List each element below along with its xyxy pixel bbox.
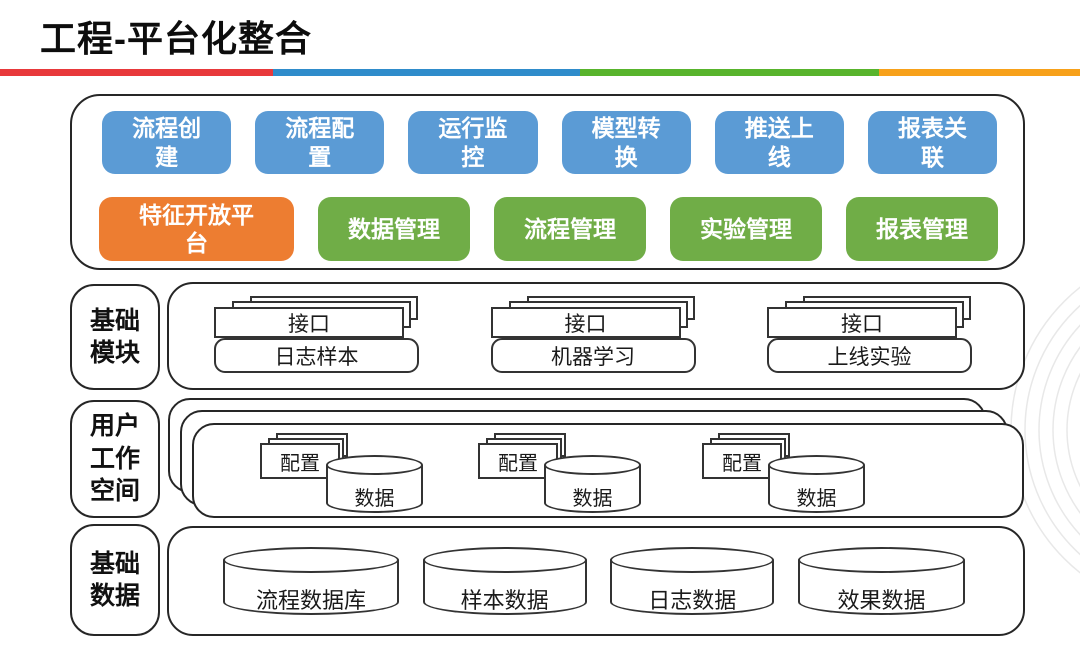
base-modules-panel: 接口 日志样本 接口 机器学习 接口 上线实验 xyxy=(167,282,1025,390)
platform-box-process-config: 流程配置 xyxy=(255,111,385,174)
platform-box-push-online: 推送上线 xyxy=(714,111,844,174)
interface-stack: 接口 xyxy=(214,296,432,340)
database-cylinder-sample-data: 样本数据 xyxy=(422,547,587,615)
section-label-base-data: 基础数据 xyxy=(70,524,160,636)
accent-segment-1 xyxy=(0,69,273,76)
workspace-group: 配置 数据 xyxy=(702,433,917,517)
database-label: 样本数据 xyxy=(460,588,549,613)
platform-box-feature-open-platform: 特征开放平台 xyxy=(99,197,294,261)
interface-stack: 接口 xyxy=(490,296,709,340)
interface-stack-label: 接口 xyxy=(767,307,957,338)
accent-segment-4 xyxy=(879,69,1080,76)
database-label: 日志数据 xyxy=(648,588,737,613)
platform-box-model-convert: 模型转换 xyxy=(561,111,691,174)
accent-bar xyxy=(0,69,1080,76)
database-label: 效果数据 xyxy=(837,588,926,613)
database-cylinder-log-data: 日志数据 xyxy=(610,547,775,615)
interface-stack: 接口 xyxy=(767,296,985,340)
data-cylinder-label: 数据 xyxy=(796,488,837,510)
platform-box-process-mgmt: 流程管理 xyxy=(494,197,646,261)
data-cylinder: 数据 xyxy=(544,455,641,513)
platform-box-report-link: 报表关联 xyxy=(867,111,998,174)
module-box-log-sample: 日志样本 xyxy=(214,338,419,373)
database-cylinder-process-db: 流程数据库 xyxy=(223,547,399,615)
module-box-online-experiment: 上线实验 xyxy=(767,338,972,373)
workspace-group: 配置 数据 xyxy=(478,433,693,517)
workspace-layer-front: 配置 数据 配置 数据 配置 数据 xyxy=(192,423,1024,518)
platform-box-data-mgmt: 数据管理 xyxy=(318,197,470,261)
platform-row-2: 特征开放平台 数据管理 流程管理 实验管理 报表管理 xyxy=(99,197,998,261)
platform-panel: 流程创建 流程配置 运行监控 模型转换 推送上线 报表关联 特征开放平台 数据管… xyxy=(70,94,1025,270)
module-group-machine-learning: 接口 机器学习 xyxy=(490,296,709,388)
base-data-panel: 流程数据库 样本数据 日志数据 效果数据 xyxy=(167,526,1025,636)
platform-row-1: 流程创建 流程配置 运行监控 模型转换 推送上线 报表关联 xyxy=(102,111,998,174)
module-group-log-sample: 接口 日志样本 xyxy=(214,296,432,388)
accent-segment-2 xyxy=(273,69,580,76)
interface-stack-label: 接口 xyxy=(214,307,404,338)
interface-stack-label: 接口 xyxy=(490,307,681,338)
platform-box-process-create: 流程创建 xyxy=(102,111,232,174)
page-title: 工程-平台化整合 xyxy=(40,18,312,59)
section-label-base-modules: 基础模块 xyxy=(70,284,160,390)
platform-box-run-monitor: 运行监控 xyxy=(408,111,538,174)
platform-box-report-mgmt: 报表管理 xyxy=(846,197,998,261)
accent-segment-3 xyxy=(580,69,879,76)
section-label-user-workspace: 用户工作空间 xyxy=(70,400,160,518)
database-label: 流程数据库 xyxy=(255,588,366,613)
platform-box-experiment-mgmt: 实验管理 xyxy=(670,197,822,261)
module-box-machine-learning: 机器学习 xyxy=(490,338,696,373)
data-cylinder-label: 数据 xyxy=(354,488,395,510)
database-cylinder-effect-data: 效果数据 xyxy=(797,547,965,615)
module-group-online-experiment: 接口 上线实验 xyxy=(767,296,985,388)
data-cylinder: 数据 xyxy=(768,455,865,513)
data-cylinder-label: 数据 xyxy=(572,488,613,510)
workspace-group: 配置 数据 xyxy=(260,433,475,517)
data-cylinder: 数据 xyxy=(326,455,423,513)
